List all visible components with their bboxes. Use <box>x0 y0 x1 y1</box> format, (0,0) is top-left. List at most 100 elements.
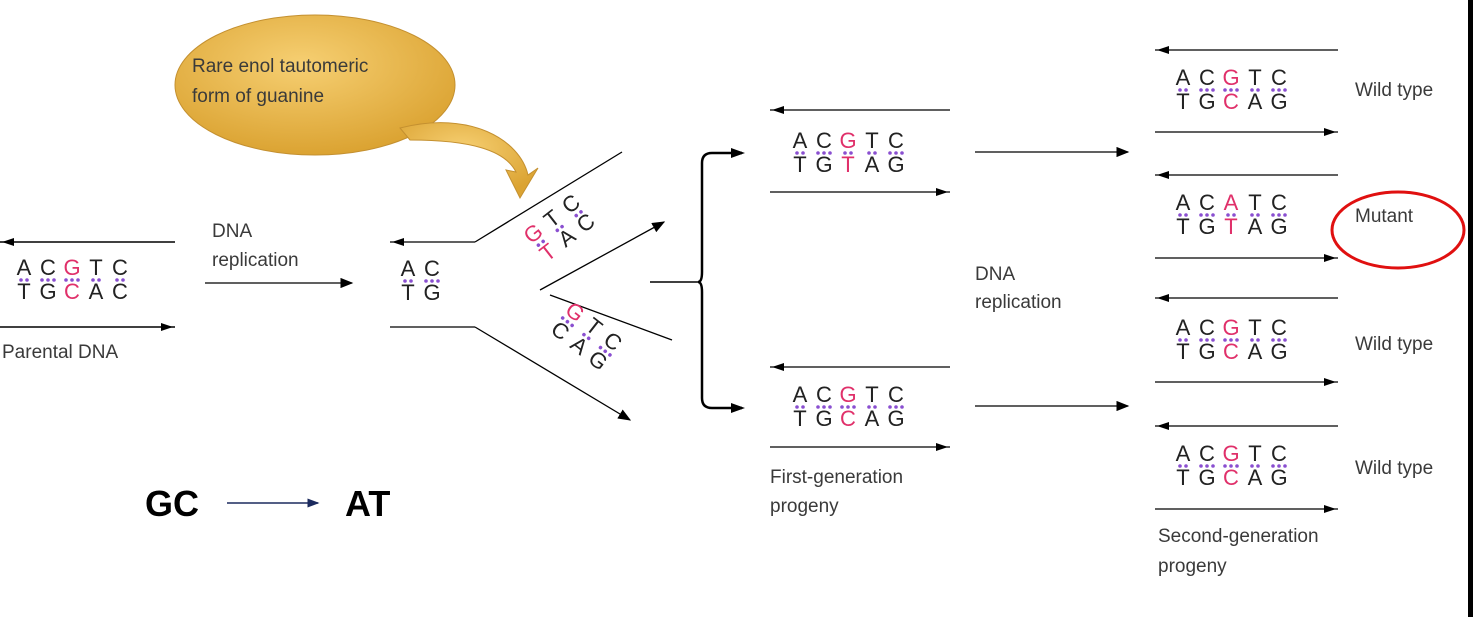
hydrogen-bond-dot <box>843 151 847 155</box>
base-bottom: G <box>815 406 832 431</box>
base-bottom: C <box>64 279 80 304</box>
hydrogen-bond-dot <box>541 239 545 244</box>
base-top: C <box>40 255 56 280</box>
base-bottom: G <box>1198 214 1215 239</box>
base-top: A <box>793 382 808 407</box>
hydrogen-bond-dot <box>867 405 871 409</box>
base-bottom: G <box>1198 89 1215 114</box>
replication-step-1: DNA replication <box>205 221 354 289</box>
base-bottom: G <box>1270 89 1287 114</box>
base-top: T <box>1248 315 1261 340</box>
base-bottom: C <box>112 279 128 304</box>
hydrogen-bond-dot <box>1277 88 1281 92</box>
base-bottom: A <box>1248 214 1263 239</box>
base-top: G <box>1222 65 1239 90</box>
base-top: A <box>17 255 32 280</box>
hydrogen-bond-dot <box>586 336 591 341</box>
base-bottom: G <box>1270 465 1287 490</box>
hydrogen-bond-dot <box>574 213 579 218</box>
hydrogen-bond-dot <box>849 151 853 155</box>
hydrogen-bond-dot <box>900 151 904 155</box>
hydrogen-bond-dot <box>1277 464 1281 468</box>
hydrogen-bond-dot <box>1211 88 1215 92</box>
hydrogen-bond-dot <box>888 151 892 155</box>
hydrogen-bond-dot <box>1283 338 1287 342</box>
hydrogen-bond-dot <box>1178 88 1182 92</box>
hydrogen-bond-dot <box>1250 213 1254 217</box>
hydrogen-bond-dot <box>1211 338 1215 342</box>
hydrogen-bond-dot <box>900 405 904 409</box>
hydrogen-bond-dot <box>579 210 583 214</box>
base-top: C <box>1271 441 1287 466</box>
base-bottom: C <box>840 406 856 431</box>
hydrogen-bond-dot <box>828 151 832 155</box>
hydrogen-bond-dot <box>795 151 799 155</box>
hydrogen-bond-dot <box>1184 88 1188 92</box>
base-top: A <box>793 128 808 153</box>
base-bottom: G <box>887 406 904 431</box>
base-top: T <box>865 128 878 153</box>
base-top: C <box>112 255 128 280</box>
hydrogen-bond-dot <box>1271 88 1275 92</box>
base-bottom: T <box>1176 465 1189 490</box>
base-bottom: T <box>401 280 414 305</box>
hydrogen-bond-dot <box>409 279 413 283</box>
right-edge-bar <box>1468 0 1473 617</box>
hydrogen-bond-dot <box>560 224 564 229</box>
base-bottom: G <box>423 280 440 305</box>
hydrogen-bond-dot <box>1199 464 1203 468</box>
base-top: A <box>1176 315 1191 340</box>
hydrogen-bond-dot <box>852 405 856 409</box>
hydrogen-bond-dot <box>565 319 570 324</box>
base-bottom: T <box>1176 214 1189 239</box>
hydrogen-bond-dot <box>1283 464 1287 468</box>
base-bottom: A <box>865 406 880 431</box>
hydrogen-bond-dot <box>1277 213 1281 217</box>
base-bottom: G <box>1270 339 1287 364</box>
hydrogen-bond-dot <box>1250 464 1254 468</box>
hydrogen-bond-dot <box>1256 88 1260 92</box>
hydrogen-bond-dot <box>555 228 560 233</box>
base-bottom: T <box>793 152 806 177</box>
base-top: G <box>839 382 856 407</box>
hydrogen-bond-dot <box>19 278 23 282</box>
hydrogen-bond-dot <box>560 316 565 320</box>
result-mutant: Mutant <box>1355 206 1414 227</box>
hydrogen-bond-dot <box>846 405 850 409</box>
result-wild-type-3: Wild type <box>1355 458 1433 479</box>
hydrogen-bond-dot <box>424 279 428 283</box>
hydrogen-bond-dot <box>46 278 50 282</box>
mutant-highlight-circle <box>1330 190 1466 270</box>
hydrogen-bond-dot <box>1199 213 1203 217</box>
hydrogen-bond-dot <box>873 151 877 155</box>
base-top: A <box>1224 190 1239 215</box>
hydrogen-bond-dot <box>1229 88 1233 92</box>
callout-line-1: Rare enol tautomeric <box>192 56 368 77</box>
base-top: T <box>1248 190 1261 215</box>
base-bottom: T <box>793 406 806 431</box>
base-bottom: T <box>535 238 561 266</box>
replication-2-line-1: DNA <box>975 264 1015 285</box>
hydrogen-bond-dot <box>1235 338 1239 342</box>
hydrogen-bond-dot <box>436 279 440 283</box>
hydrogen-bond-dot <box>91 278 95 282</box>
base-top: C <box>888 128 904 153</box>
base-top: C <box>1271 315 1287 340</box>
base-bottom: T <box>841 152 854 177</box>
hydrogen-bond-dot <box>1184 338 1188 342</box>
base-top: T <box>865 382 878 407</box>
hydrogen-bond-dot <box>1211 213 1215 217</box>
hydrogen-bond-dot <box>1232 213 1236 217</box>
base-top: A <box>1176 441 1191 466</box>
hydrogen-bond-dot <box>115 278 119 282</box>
